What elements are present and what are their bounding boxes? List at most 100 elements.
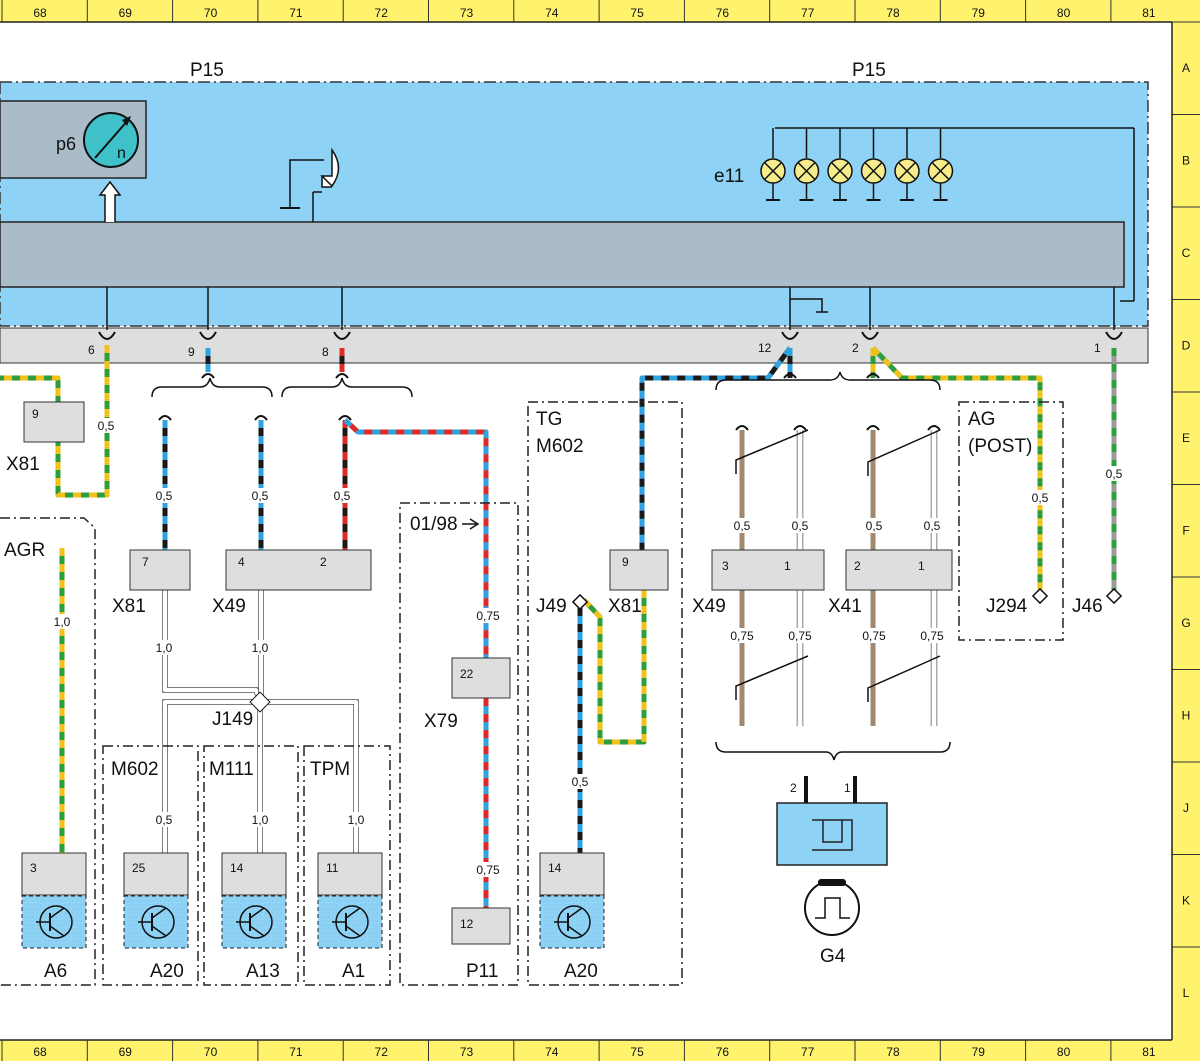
connector-label: X81 <box>6 454 40 475</box>
sensor-connector <box>539 852 605 896</box>
size-label-bg <box>728 518 756 533</box>
wire-size-label: 0,5 <box>156 813 173 827</box>
size-label-bg <box>328 488 356 503</box>
wire-size-label: 0,75 <box>862 629 886 643</box>
junction-icon <box>1105 587 1123 605</box>
connector-label: X81 <box>112 596 146 617</box>
row-letter: F <box>1182 524 1189 538</box>
lamp-cross <box>864 162 883 180</box>
transistor-lead <box>249 925 265 937</box>
pin-label: 3 <box>30 861 37 875</box>
group-label-agr: AGR <box>4 540 45 561</box>
column-number: 80 <box>1057 1045 1071 1059</box>
column-number: 78 <box>886 1045 900 1059</box>
wire-size-label: 0,75 <box>476 863 500 877</box>
column-number: 73 <box>460 1045 474 1059</box>
lamp-cross <box>797 162 816 180</box>
pin-label: 7 <box>142 555 149 569</box>
column-number: 81 <box>1142 1045 1156 1059</box>
wire-size-label: 0,5 <box>866 519 883 533</box>
transistor-lead <box>151 925 167 937</box>
terminal-cap-icon <box>866 425 880 431</box>
connector-label: X79 <box>424 711 458 732</box>
connector-label: X41 <box>828 596 862 617</box>
transistor-lead <box>249 907 265 919</box>
column-number: 78 <box>886 6 900 20</box>
connector-label: X49 <box>212 596 246 617</box>
terminal-cap-icon <box>338 415 352 421</box>
component-label-g4: G4 <box>820 946 846 967</box>
size-label-bg <box>918 628 946 643</box>
panel-connector-strip <box>0 327 1149 364</box>
pin-label: 2 <box>852 341 859 355</box>
size-label-bg <box>728 628 756 643</box>
wire-size-label: 0,5 <box>98 419 115 433</box>
pin-label: 1 <box>784 559 791 573</box>
row-letter: B <box>1182 154 1190 168</box>
wire-size-label: 0,75 <box>788 629 812 643</box>
pin-label: 2 <box>790 781 797 795</box>
size-label-bg <box>342 812 370 827</box>
size-label-bg <box>786 628 814 643</box>
gauge-symbol: n <box>117 145 126 162</box>
terminal-icon <box>98 331 116 340</box>
size-label-bg <box>1100 466 1128 481</box>
transistor-lead <box>567 907 583 919</box>
connector-x49-x41: 3 1 X49 2 1 X41 <box>692 549 953 617</box>
junction-label-j46: J46 <box>1072 596 1103 617</box>
column-number: 68 <box>33 6 47 20</box>
wire-size-label: 0,5 <box>252 489 269 503</box>
group-label-m111: M111 <box>209 759 254 780</box>
pin-label: 2 <box>320 555 327 569</box>
wire-red-blue-stripe <box>343 418 489 672</box>
connector-x81-left: 9 X81 <box>6 401 85 475</box>
column-number: 70 <box>204 1045 218 1059</box>
lamp-cross <box>931 162 950 180</box>
panel-label-left: P15 <box>190 60 224 81</box>
size-label-bg <box>92 418 120 433</box>
terminal-cap-icon <box>254 415 268 421</box>
terminal-icon <box>861 331 879 340</box>
column-number: 75 <box>630 6 644 20</box>
row-letter: H <box>1182 709 1191 723</box>
group-label-tpm: TPM <box>310 759 350 780</box>
row-letter: G <box>1181 616 1190 630</box>
size-label-bg <box>150 488 178 503</box>
component-label-a1: A1 <box>342 961 365 982</box>
sensor-texture <box>124 896 188 948</box>
column-number: 76 <box>716 6 730 20</box>
wire-size-label: 1,0 <box>252 813 269 827</box>
wire-green-yellow-stripe <box>582 590 647 745</box>
panel-label-right: P15 <box>852 60 886 81</box>
sensor-texture <box>318 896 382 948</box>
wire-black-blue-stripe <box>639 346 793 568</box>
pin-label: 11 <box>326 861 339 875</box>
pin-label: 12 <box>758 341 772 355</box>
wire-size-label: 0,75 <box>476 609 500 623</box>
column-number: 77 <box>801 6 815 20</box>
transistor-lead <box>345 907 361 919</box>
sensor-connector <box>123 852 189 896</box>
column-number: 71 <box>289 6 303 20</box>
pin-label: 9 <box>188 345 195 359</box>
connector-label: X81 <box>608 596 642 617</box>
wire-size-label: 1,0 <box>156 641 173 655</box>
wire-size-label: 0,5 <box>334 489 351 503</box>
wire-size-label: 1,0 <box>348 813 365 827</box>
junction-j149 <box>249 691 271 713</box>
wire-size-label: 0,5 <box>1106 467 1123 481</box>
terminal-cap-icon <box>158 415 172 421</box>
horn-icon <box>280 147 340 222</box>
connector-x79: 22 X79 <box>424 657 511 732</box>
pin-label: 1 <box>918 559 925 573</box>
pin-label: 9 <box>622 555 629 569</box>
group-label-mod: 01/98 <box>410 514 458 535</box>
transistor-lead <box>567 925 583 937</box>
row-letter: E <box>1182 431 1190 445</box>
column-number: 80 <box>1057 6 1071 20</box>
terminal-cap-icon <box>866 373 880 379</box>
